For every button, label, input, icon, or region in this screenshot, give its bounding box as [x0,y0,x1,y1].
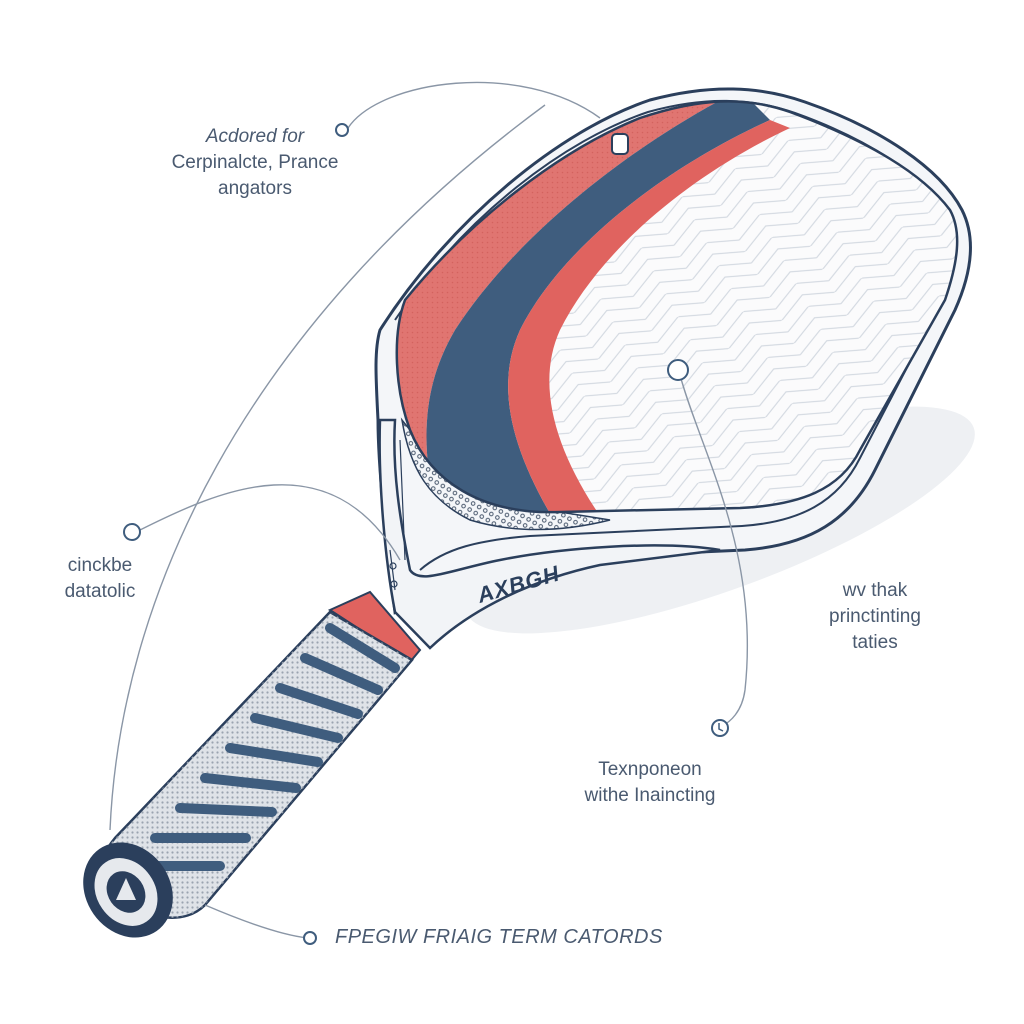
callout-text-line: taties [852,632,898,653]
leader-lines [109,81,749,939]
marker-bottom-right [711,719,729,737]
callout-text-line: angators [218,178,292,199]
edge-mesh [400,417,611,531]
callout-bottom: FPEGIW FRIAIG TERM CATORDS [335,924,663,950]
callout-text-line: Acdored for [205,126,305,147]
callout-top-left: Acdored for Cerpinalcte, Prance angators [150,124,360,202]
callout-text-line: Cerpinalcte, Prance [171,152,339,173]
marker-top-left [335,123,349,137]
edge-tag-icon [611,133,629,155]
paddle-throat [378,418,721,650]
callout-markers [123,123,729,945]
butt-cap [83,842,173,938]
callout-text-line: wv thak [842,580,908,601]
callout-text-line: Texnponeon [598,759,702,780]
callout-text-line: withe Inaincting [584,785,716,806]
marker-bottom [303,931,317,945]
callout-text-line: cinckbe [67,555,133,576]
marker-mid-left [123,523,141,541]
callout-text-line: FPEGIW FRIAIG TERM CATORDS [335,926,663,948]
callout-text-line: princtinting [829,606,921,627]
callout-right: wv thak princtinting taties [800,578,950,656]
marker-face-center [667,359,689,381]
callout-text-line: datatolic [64,581,136,602]
callout-bottom-right: Texnponeon withe Inaincting [555,757,745,809]
callout-mid-left: cinckbe datatolic [40,553,160,605]
